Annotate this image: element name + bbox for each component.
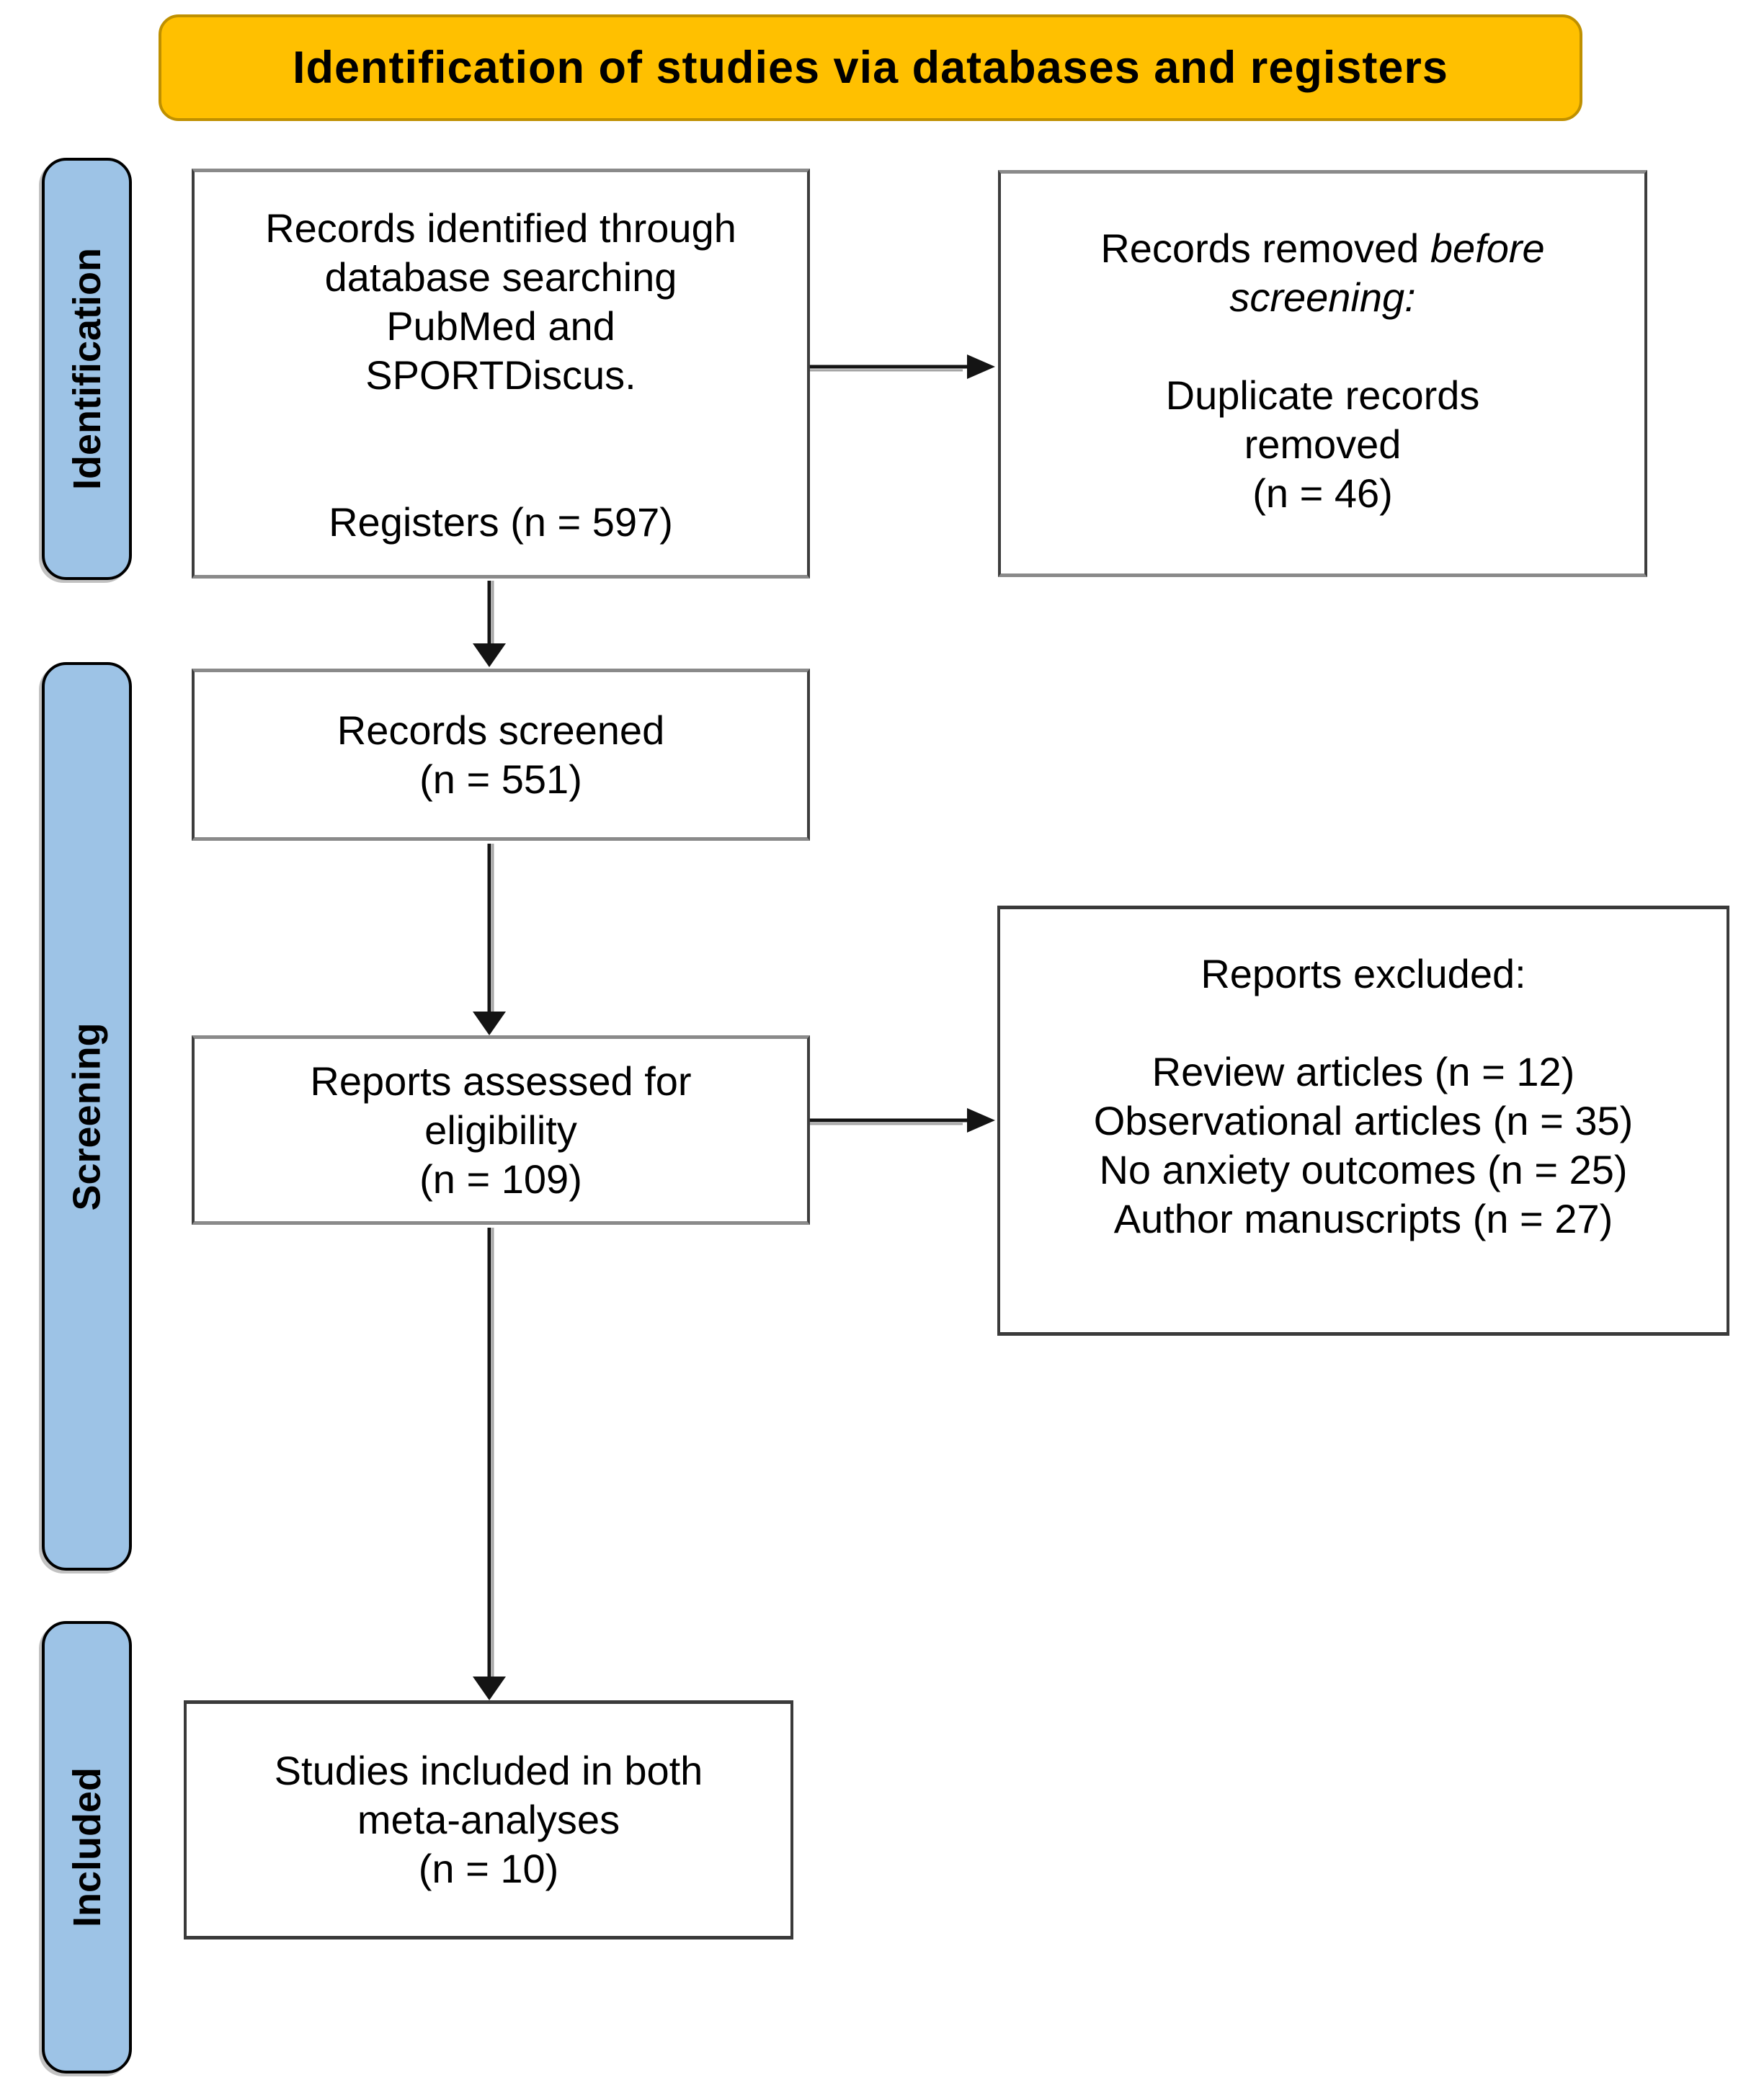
- box-line: SPORTDiscus.: [365, 352, 636, 398]
- spacer: [195, 449, 807, 498]
- arrow-assessed-to-included: [473, 1228, 506, 1700]
- box-line: database searching: [324, 254, 677, 300]
- box-line: Duplicate records: [1165, 372, 1480, 418]
- stage-label-included: Included: [42, 1621, 132, 2074]
- spacer: [1000, 999, 1727, 1048]
- box-reports-assessed: Reports assessed for eligibility (n = 10…: [192, 1035, 810, 1225]
- registers-line: Registers (n = 597): [329, 499, 673, 545]
- box-line: (n = 10): [418, 1846, 559, 1891]
- box-line: Author manuscripts (n = 27): [1113, 1196, 1613, 1241]
- box-records-removed: Records removed before screening: Duplic…: [998, 170, 1647, 577]
- arrow-assessed-to-excluded: [810, 1108, 995, 1133]
- box-line: Records removed before: [1100, 226, 1545, 271]
- box-studies-included: Studies included in both meta-analyses (…: [184, 1700, 793, 1939]
- box-line: Records identified through: [265, 205, 736, 251]
- spacer: [1001, 322, 1644, 371]
- box-line: Observational articles (n = 35): [1093, 1098, 1634, 1143]
- banner-title: Identification of studies via databases …: [293, 43, 1448, 93]
- box-records-identified: Records identified through database sear…: [192, 169, 810, 579]
- arrow-screened-to-assessed: [473, 844, 506, 1035]
- box-line: Reports assessed for: [310, 1058, 692, 1104]
- box-line: screening:: [1229, 274, 1416, 320]
- stage-label-screening: Screening: [42, 662, 132, 1571]
- box-heading: Reports excluded:: [1200, 951, 1526, 996]
- spacer: [195, 400, 807, 449]
- stage-label-identification: Identification: [42, 158, 132, 580]
- box-line: Review articles (n = 12): [1152, 1049, 1575, 1094]
- banner: Identification of studies via databases …: [159, 14, 1582, 121]
- stage-label-identification-text: Identification: [65, 248, 109, 490]
- box-line: eligibility: [424, 1107, 577, 1153]
- arrow-identified-to-removed: [810, 354, 995, 379]
- box-reports-excluded: Reports excluded: Review articles (n = 1…: [997, 906, 1729, 1336]
- arrow-identified-to-screened: [473, 581, 506, 667]
- box-line: (n = 109): [419, 1156, 582, 1202]
- box-line: Studies included in both: [274, 1748, 703, 1793]
- box-line: meta-analyses: [357, 1797, 620, 1842]
- stage-label-screening-text: Screening: [65, 1022, 109, 1211]
- box-line: No anxiety outcomes (n = 25): [1099, 1147, 1628, 1192]
- box-line: Records screened: [337, 707, 665, 753]
- stage-label-included-text: Included: [65, 1767, 109, 1928]
- box-line: removed: [1244, 421, 1402, 467]
- box-line: PubMed and: [386, 303, 615, 349]
- box-records-screened: Records screened (n = 551): [192, 669, 810, 841]
- box-line: (n = 551): [419, 756, 582, 802]
- box-line: (n = 46): [1252, 470, 1393, 516]
